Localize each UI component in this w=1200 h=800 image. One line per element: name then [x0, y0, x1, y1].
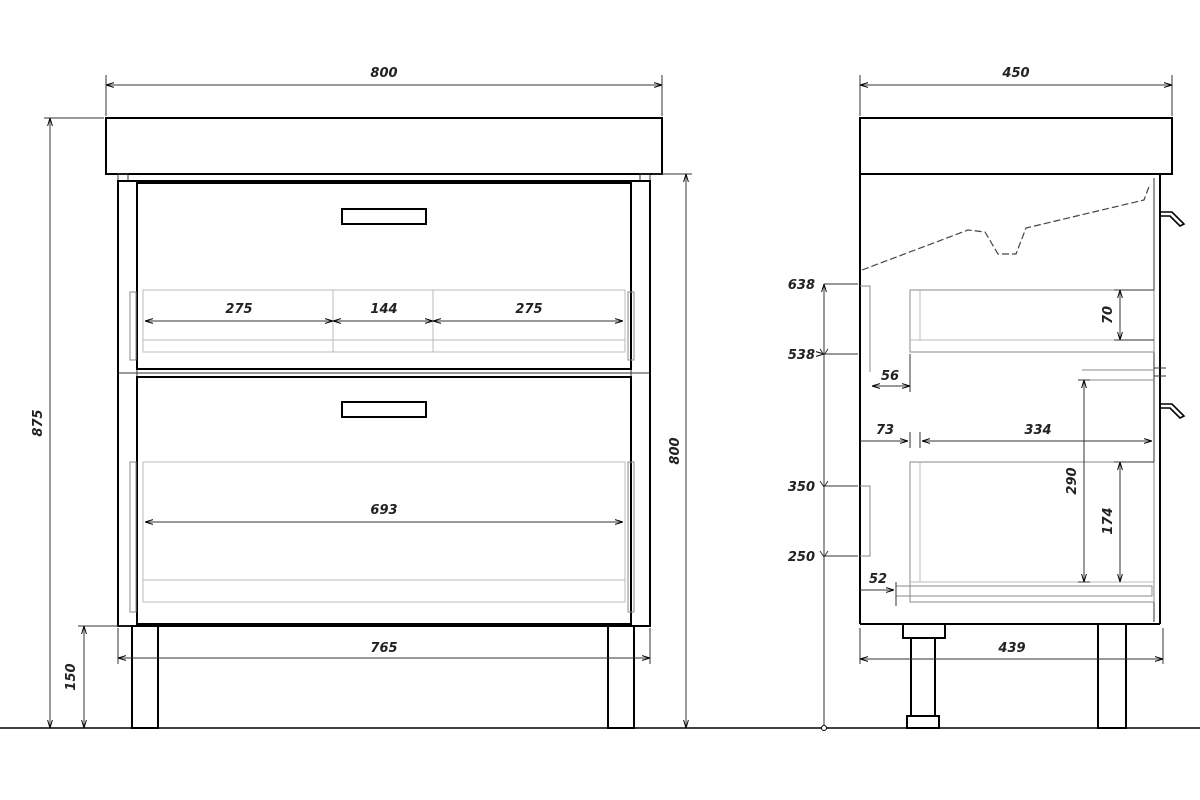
front-leg-right	[607, 625, 635, 729]
side-leg-back-foot	[902, 623, 946, 639]
dim-height-350: 350	[788, 480, 815, 495]
front-bracket-right	[639, 173, 651, 182]
lower-drawer-handle	[341, 401, 427, 418]
front-leg-left	[131, 625, 159, 729]
front-cabinet-body	[117, 180, 651, 627]
side-leg-back-base	[906, 715, 940, 729]
dim-height-638: 638	[788, 278, 815, 293]
dim-side-top-depth: 450	[1001, 66, 1029, 81]
dim-front-leg-height: 150	[64, 663, 79, 690]
dim-lower-drawer-width: 693	[370, 503, 397, 518]
front-upper-drawer	[136, 182, 632, 370]
dim-side-174: 174	[1101, 507, 1116, 534]
dim-side-70: 70	[1101, 306, 1116, 324]
dim-side-334: 334	[1024, 423, 1051, 438]
front-lower-drawer	[136, 376, 632, 625]
side-leg-back	[910, 637, 936, 717]
front-bracket-left	[117, 173, 129, 182]
dim-side-bottom-depth: 439	[997, 641, 1025, 656]
upper-drawer-handle	[341, 208, 427, 225]
dim-front-total-height: 875	[31, 409, 46, 436]
dim-side-290: 290	[1065, 467, 1080, 494]
side-lower-handle	[1160, 403, 1186, 419]
dim-height-538: 538	[788, 348, 815, 363]
dim-upper-middle: 144	[370, 302, 397, 317]
dim-front-inner-width: 765	[370, 641, 397, 656]
dim-side-56: 56	[881, 369, 899, 384]
side-leg-front	[1097, 623, 1127, 729]
dim-side-73: 73	[876, 423, 894, 438]
dim-front-total-width: 800	[370, 66, 397, 81]
dim-side-52: 52	[869, 572, 887, 587]
front-view: 800 875 150 800 765 275 144 275 693	[31, 66, 692, 729]
side-countertop	[859, 117, 1173, 175]
sink-basin-profile	[861, 183, 1151, 271]
side-view: 450 439 638 538 350 250 56 73 334	[788, 66, 1186, 731]
front-countertop	[105, 117, 663, 175]
dim-upper-left: 275	[225, 302, 252, 317]
side-upper-handle	[1160, 211, 1186, 227]
dim-upper-right: 275	[515, 302, 542, 317]
dim-height-250: 250	[788, 550, 815, 565]
dim-front-body-height: 800	[668, 437, 683, 464]
